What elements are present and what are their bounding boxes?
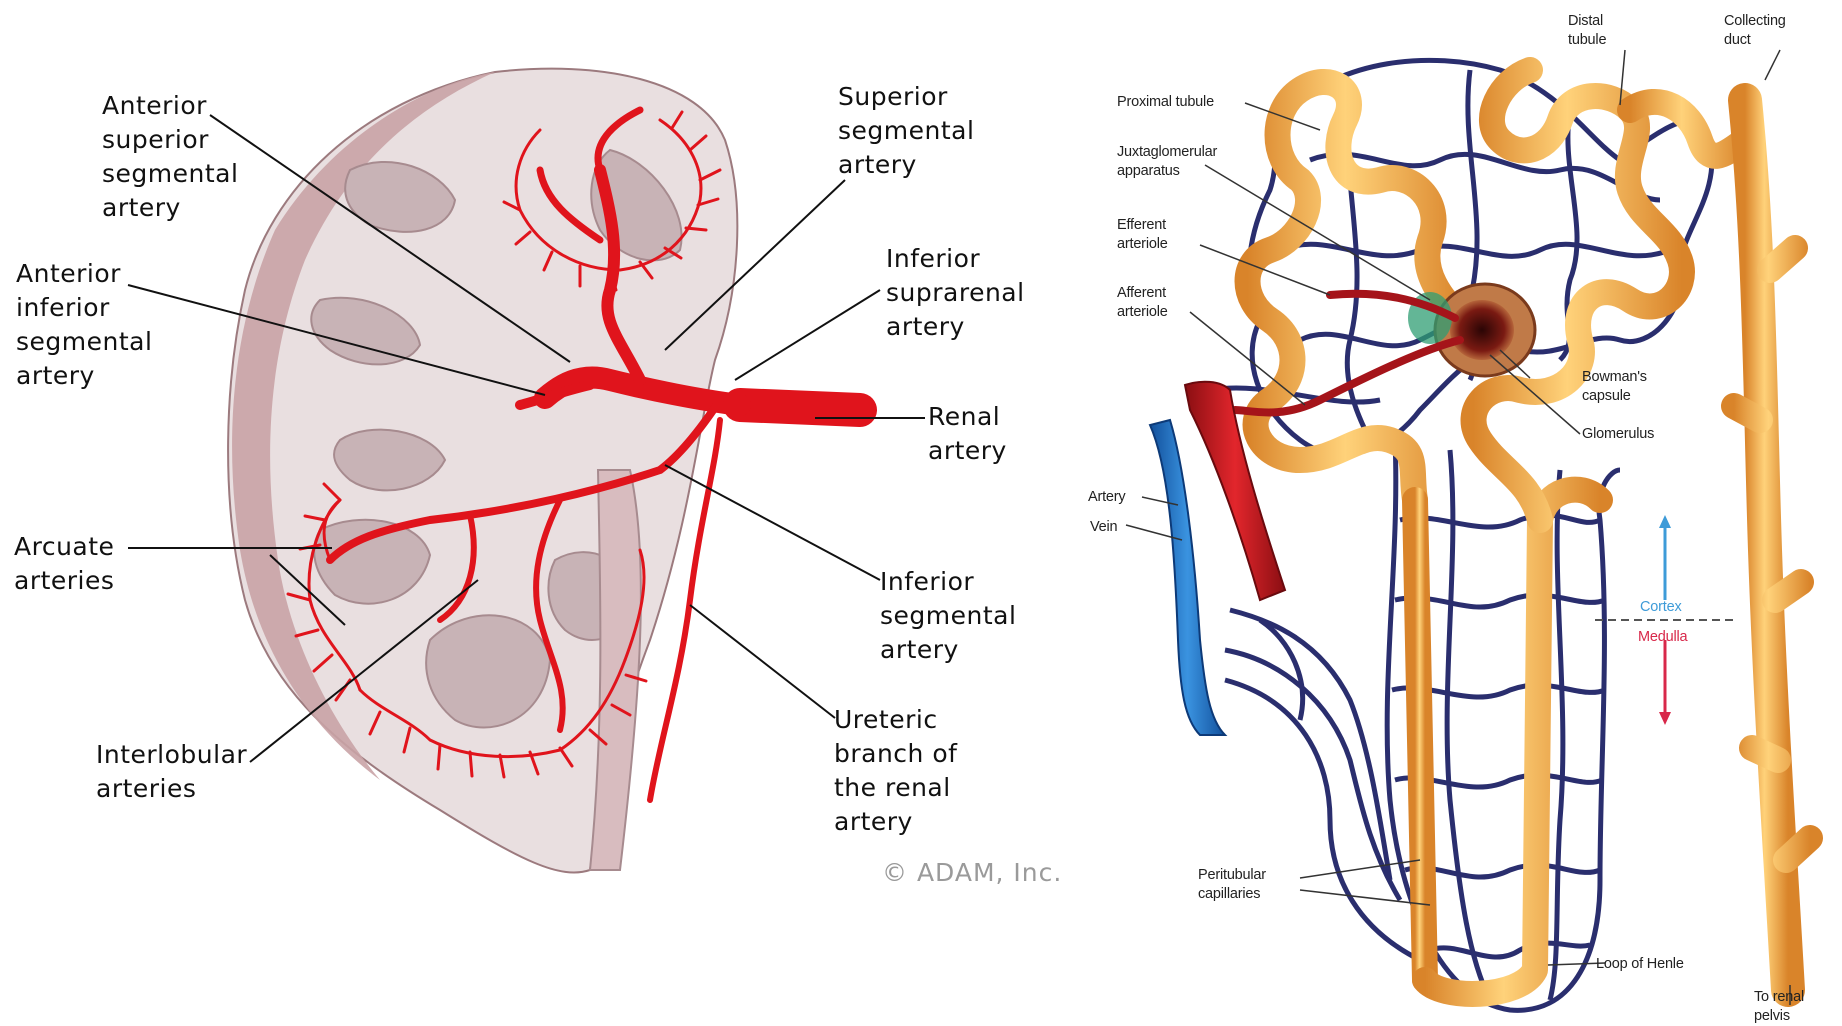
label-anterior-inferior-segmental-artery: Anterior inferior segmental artery	[16, 257, 152, 393]
label-bowmans-capsule: Bowman's capsule	[1582, 368, 1647, 406]
label-vein: Vein	[1090, 518, 1117, 537]
label-anterior-superior-segmental-artery: Anterior superior segmental artery	[102, 89, 238, 225]
label-renal-artery: Renal artery	[928, 400, 1007, 468]
label-efferent-arteriole: Efferent arteriole	[1117, 216, 1168, 254]
label-loop-of-henle: Loop of Henle	[1596, 955, 1684, 974]
label-cortex: Cortex	[1640, 598, 1682, 617]
label-artery: Artery	[1088, 488, 1125, 507]
label-afferent-arteriole: Afferent arteriole	[1117, 284, 1168, 322]
label-peritubular-capillaries: Peritubular capillaries	[1198, 866, 1266, 904]
label-ureteric-branch: Ureteric branch of the renal artery	[834, 703, 957, 839]
cortex-medulla-indicator	[1595, 515, 1735, 725]
label-inferior-suprarenal-artery: Inferior suprarenal artery	[886, 242, 1025, 344]
label-juxtaglomerular-apparatus: Juxtaglomerular apparatus	[1117, 143, 1217, 181]
label-distal-tubule: Distal tubule	[1568, 12, 1606, 50]
label-arcuate-arteries: Arcuate arteries	[14, 530, 114, 598]
label-interlobular-arteries: Interlobular arteries	[96, 738, 247, 806]
kidney-illustration	[128, 69, 925, 873]
label-collecting-duct: Collecting duct	[1724, 12, 1786, 50]
vein-vessel	[1150, 420, 1225, 735]
label-glomerulus: Glomerulus	[1582, 425, 1654, 444]
label-to-renal-pelvis: To renal pelvis	[1754, 988, 1804, 1026]
glomerulus	[1450, 300, 1514, 360]
label-proximal-tubule: Proximal tubule	[1117, 93, 1214, 112]
copyright-notice: © ADAM, Inc.	[882, 858, 1062, 887]
label-inferior-segmental-artery: Inferior segmental artery	[880, 565, 1016, 667]
label-medulla: Medulla	[1638, 628, 1687, 647]
label-superior-segmental-artery: Superior segmental artery	[838, 80, 974, 182]
